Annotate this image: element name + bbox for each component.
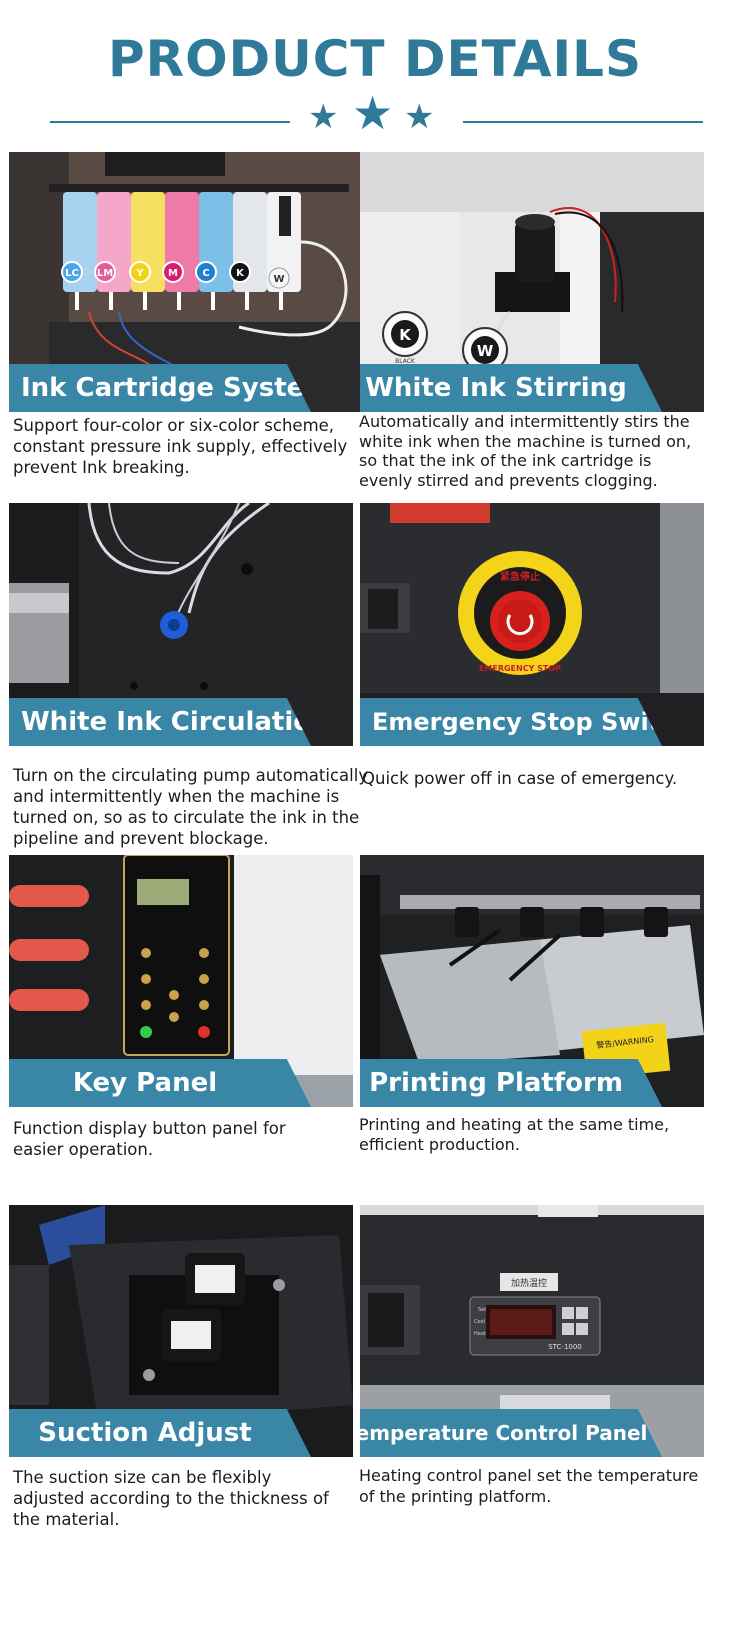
feature-label-bar: White Ink Circulation xyxy=(9,698,311,746)
cartridge-label-w: W xyxy=(477,342,494,360)
page-title: PRODUCT DETAILS xyxy=(107,30,643,88)
feature-title: Emergency Stop Switch xyxy=(372,708,692,736)
feature-description: Function display button panel for easier… xyxy=(13,1119,286,1159)
printing-platform-photo: 警告/WARNING xyxy=(360,855,704,1107)
ink-label-y: Y xyxy=(135,268,144,279)
feature-card-temperature-control: 加热温控 Set Cool Heat STC-1000 Temperature … xyxy=(360,1205,704,1457)
ink-label-m: M xyxy=(168,268,178,279)
feature-title: White Ink Stirring xyxy=(365,373,627,403)
feature-card-key-panel: Key Panel xyxy=(9,855,353,1107)
feature-description: Automatically and intermittently stirs t… xyxy=(359,412,692,490)
feature-label-bar: White Ink Stirring xyxy=(360,364,662,412)
feature-title: Ink Cartridge System xyxy=(21,373,332,403)
ink-label-w: W xyxy=(273,274,284,285)
header-stars: ★ ★ ★ xyxy=(300,87,450,142)
ink-label-k: K xyxy=(236,268,245,279)
feature-title: Printing Platform xyxy=(369,1068,623,1098)
feature-label-bar: Printing Platform xyxy=(360,1059,662,1107)
ink-cartridge-photo: LC LM Y M C K W xyxy=(9,152,373,412)
feature-description: Support four-color or six-color scheme, … xyxy=(13,416,348,477)
suction-adjust-photo xyxy=(9,1205,353,1457)
header-rule-left xyxy=(50,121,290,123)
star-icon: ★ xyxy=(308,98,339,136)
header-rule-right xyxy=(463,121,703,123)
feature-card-white-ink-circulation: White Ink Circulation xyxy=(9,503,353,746)
star-icon: ★ xyxy=(404,98,435,136)
ink-label-lc: LC xyxy=(65,268,79,279)
cartridge-caption: BLACK xyxy=(395,358,416,365)
feature-label-bar: Temperature Control Panel xyxy=(360,1409,662,1457)
feature-card-suction-adjust: Suction Adjust xyxy=(9,1205,353,1457)
feature-label-bar: Ink Cartridge System xyxy=(9,364,311,412)
ink-label-lm: LM xyxy=(97,268,113,279)
feature-card-ink-cartridge: LC LM Y M C K W Ink Cartridge System xyxy=(9,152,373,412)
star-icon: ★ xyxy=(352,87,394,139)
feature-card-emergency-stop: 紧急停止 EMERGENCY STOP Emergency Stop Switc… xyxy=(360,503,704,746)
ink-label-c: C xyxy=(202,268,209,279)
page-header: PRODUCT DETAILS ★ ★ ★ xyxy=(0,0,750,150)
controller-tag: 加热温控 xyxy=(511,1277,547,1289)
feature-title: Temperature Control Panel xyxy=(360,1421,648,1445)
feature-card-printing-platform: 警告/WARNING Printing Platform xyxy=(360,855,704,1107)
cartridge-label-k: K xyxy=(399,326,412,344)
controller-key-cool: Cool xyxy=(474,1319,485,1325)
ring-text-bottom: EMERGENCY STOP xyxy=(479,664,561,673)
controller-key-set: Set xyxy=(478,1307,486,1313)
feature-label-bar: Suction Adjust xyxy=(9,1409,311,1457)
feature-title: Key Panel xyxy=(72,1068,218,1098)
feature-description: The suction size can be flexibly adjuste… xyxy=(13,1468,329,1529)
feature-description: Turn on the circulating pump automatical… xyxy=(13,766,369,848)
controller-key-heat: Heat xyxy=(474,1331,486,1337)
feature-title: Suction Adjust xyxy=(38,1418,252,1448)
feature-title: White Ink Circulation xyxy=(21,707,330,737)
feature-description: Heating control panel set the temperatur… xyxy=(359,1466,699,1506)
controller-model: STC-1000 xyxy=(548,1343,582,1351)
feature-label-bar: Key Panel xyxy=(9,1059,311,1107)
feature-card-white-ink-stirring: K BLACK W White Ink Stirring xyxy=(360,152,704,412)
feature-description: Quick power off in case of emergency. xyxy=(362,769,678,788)
feature-description: Printing and heating at the same time, e… xyxy=(359,1115,670,1154)
feature-label-bar: Emergency Stop Switch xyxy=(360,698,662,746)
ring-text-top: 紧急停止 xyxy=(500,570,540,583)
